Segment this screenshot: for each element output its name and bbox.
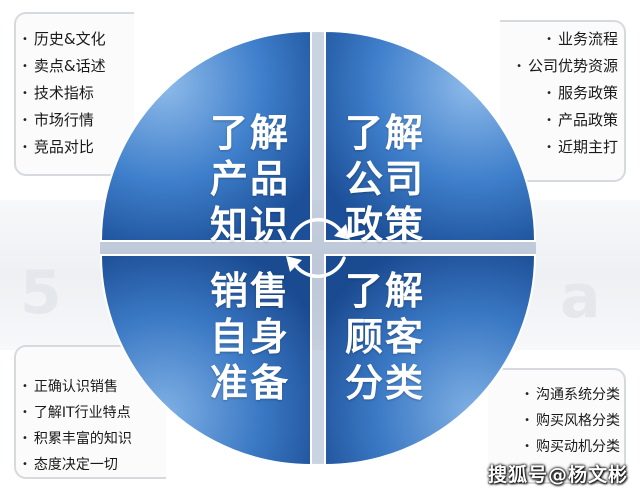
list-item: • 沟通系统分类 bbox=[524, 382, 620, 408]
quadrant-label-line: 了解 bbox=[344, 269, 425, 313]
list-item-label: 历史&文化 bbox=[33, 30, 106, 48]
list-item: • 了解IT行业特点 bbox=[22, 400, 132, 426]
customer-classification-list: • 沟通系统分类 • 购买风格分类 • 购买动机分类 bbox=[524, 382, 620, 460]
panel-customer-classification bbox=[488, 368, 626, 484]
list-item-label: 了解IT行业特点 bbox=[33, 405, 131, 421]
list-item: • 竞品对比 bbox=[22, 134, 106, 161]
panel-company-policy bbox=[500, 20, 626, 182]
list-item-label: 产品政策 bbox=[557, 111, 618, 129]
quadrant-label-line: 政策 bbox=[344, 203, 425, 247]
self-preparation-list: • 正确认识销售 • 了解IT行业特点 • 积累丰富的知识 • 态度决定一切 bbox=[22, 374, 132, 478]
quadrant-label-line: 了解 bbox=[344, 111, 425, 155]
quadrant-label-line: 顾客 bbox=[344, 315, 425, 359]
list-item-label: 技术指标 bbox=[33, 84, 94, 102]
quadrant-label-line: 分类 bbox=[344, 361, 425, 405]
list-item: • 业务流程 bbox=[516, 26, 618, 53]
bullet-icon: • bbox=[22, 142, 28, 153]
list-item-label: 积累丰富的知识 bbox=[33, 431, 132, 447]
list-item: • 态度决定一切 bbox=[22, 452, 132, 478]
bullet-icon: • bbox=[524, 441, 530, 452]
bullet-icon: • bbox=[22, 88, 28, 99]
bullet-icon: • bbox=[546, 115, 552, 126]
list-item-label: 正确认识销售 bbox=[33, 379, 118, 395]
quadrant-top-left bbox=[99, 29, 312, 242]
quadrant-label-customer-classification: 了解 顾客 分类 bbox=[330, 268, 440, 406]
bullet-icon: • bbox=[22, 459, 28, 470]
list-item: • 历史&文化 bbox=[22, 26, 106, 53]
quadrant-label-line: 产品 bbox=[209, 157, 290, 201]
list-item-label: 近期主打 bbox=[557, 138, 618, 156]
list-item: • 技术指标 bbox=[22, 80, 106, 107]
quadrant-bottom-left bbox=[99, 254, 312, 467]
quadrant-label-company-policy: 了解 公司 政策 bbox=[330, 110, 440, 248]
list-item: • 服务政策 bbox=[516, 80, 618, 107]
list-item-label: 态度决定一切 bbox=[33, 457, 118, 473]
list-item-label: 公司优势资源 bbox=[527, 57, 618, 75]
background-ghost-mark: 5 bbox=[20, 258, 62, 328]
bullet-icon: • bbox=[524, 389, 530, 400]
bullet-icon: • bbox=[22, 381, 28, 392]
list-item-label: 卖点&话述 bbox=[33, 57, 106, 75]
list-item-label: 业务流程 bbox=[557, 30, 618, 48]
list-item: • 产品政策 bbox=[516, 107, 618, 134]
quadrant-label-line: 销售 bbox=[209, 269, 290, 313]
list-item: • 正确认识销售 bbox=[22, 374, 132, 400]
bullet-icon: • bbox=[22, 61, 28, 72]
list-item: • 近期主打 bbox=[516, 134, 618, 161]
product-knowledge-list: • 历史&文化 • 卖点&话述 • 技术指标 • 市场行情 • 竞品对比 bbox=[22, 26, 106, 161]
quadrant-label-line: 知识 bbox=[209, 203, 290, 247]
company-policy-list: • 业务流程 • 公司优势资源 • 服务政策 • 产品政策 • 近期主打 bbox=[516, 26, 618, 161]
bullet-icon: • bbox=[546, 34, 552, 45]
bullet-icon: • bbox=[22, 407, 28, 418]
quadrant-top-right bbox=[324, 29, 537, 242]
bullet-icon: • bbox=[546, 88, 552, 99]
quadrant-label-line: 自身 bbox=[209, 315, 290, 359]
list-item: • 积累丰富的知识 bbox=[22, 426, 132, 452]
bullet-icon: • bbox=[546, 142, 552, 153]
list-item-label: 购买风格分类 bbox=[536, 413, 620, 429]
list-item-label: 服务政策 bbox=[557, 84, 618, 102]
list-item: • 卖点&话述 bbox=[22, 53, 106, 80]
list-item: • 公司优势资源 bbox=[516, 53, 618, 80]
quadrant-label-line: 了解 bbox=[209, 111, 290, 155]
quadrant-label-product-knowledge: 了解 产品 知识 bbox=[195, 110, 305, 248]
quadrant-bottom-right bbox=[324, 254, 537, 467]
panel-product-knowledge bbox=[14, 12, 134, 176]
list-item-label: 竞品对比 bbox=[33, 138, 94, 156]
bullet-icon: • bbox=[516, 61, 522, 72]
bullet-icon: • bbox=[524, 415, 530, 426]
list-item-label: 购买动机分类 bbox=[536, 439, 620, 455]
quadrant-label-line: 公司 bbox=[344, 157, 425, 201]
list-item-label: 市场行情 bbox=[33, 111, 94, 129]
background-ghost-mark: a bbox=[560, 262, 601, 332]
quadrant-label-self-preparation: 销售 自身 准备 bbox=[195, 268, 305, 406]
cycle-arrows-icon bbox=[286, 217, 350, 279]
list-item: • 购买风格分类 bbox=[524, 408, 620, 434]
list-item-label: 沟通系统分类 bbox=[536, 387, 620, 403]
bullet-icon: • bbox=[22, 34, 28, 45]
watermark: 搜狐号@杨文彬 bbox=[487, 464, 628, 486]
list-item: • 市场行情 bbox=[22, 107, 106, 134]
bullet-icon: • bbox=[22, 433, 28, 444]
list-item: • 购买动机分类 bbox=[524, 434, 620, 460]
quadrant-label-line: 准备 bbox=[209, 361, 290, 405]
bullet-icon: • bbox=[22, 115, 28, 126]
